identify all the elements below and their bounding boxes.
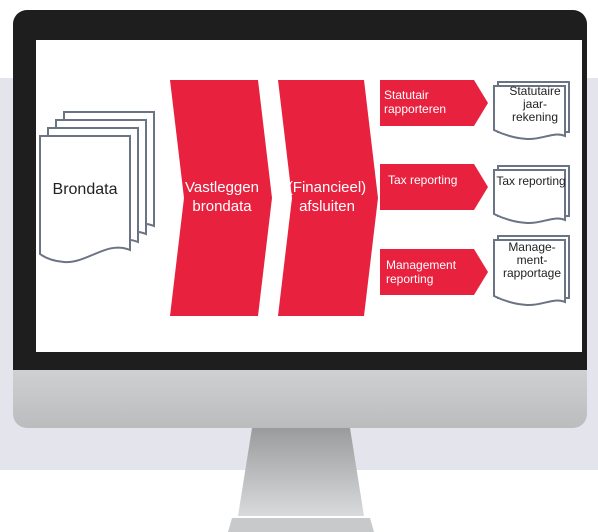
diagram-canvas <box>39 80 570 316</box>
monitor-stand <box>228 428 374 532</box>
monitor-bezel <box>13 370 587 428</box>
source-label: Brondata <box>52 181 118 198</box>
output-label-statutair: Statutair rapporteren <box>384 88 447 116</box>
document-label-tax: Tax reporting <box>496 174 566 188</box>
output-arrow-management <box>380 249 488 295</box>
document-label-management: Manage-ment-rapportage <box>502 240 562 280</box>
document-label-statutair: Statutaire jaar-rekening <box>509 84 561 124</box>
step-label-afsluiten: (Financieel) afsluiten <box>287 179 367 215</box>
screen: Brondata Vastleggen brondata (Financieel… <box>36 40 582 352</box>
output-label-management: Management reporting <box>386 258 457 286</box>
output-label-tax: Tax reporting <box>388 173 458 187</box>
document-icon-tax <box>493 165 570 225</box>
document-icon-management <box>493 235 570 307</box>
output-arrow-statutair <box>380 80 488 126</box>
step-arrow-afsluiten <box>278 80 378 316</box>
output-arrow-tax <box>380 164 488 210</box>
step-arrow-vastleggen <box>170 80 272 316</box>
document-icon-statutair <box>493 81 570 141</box>
source-document-icon <box>39 111 155 264</box>
step-label-vastleggen: Vastleggen brondata <box>185 179 259 215</box>
